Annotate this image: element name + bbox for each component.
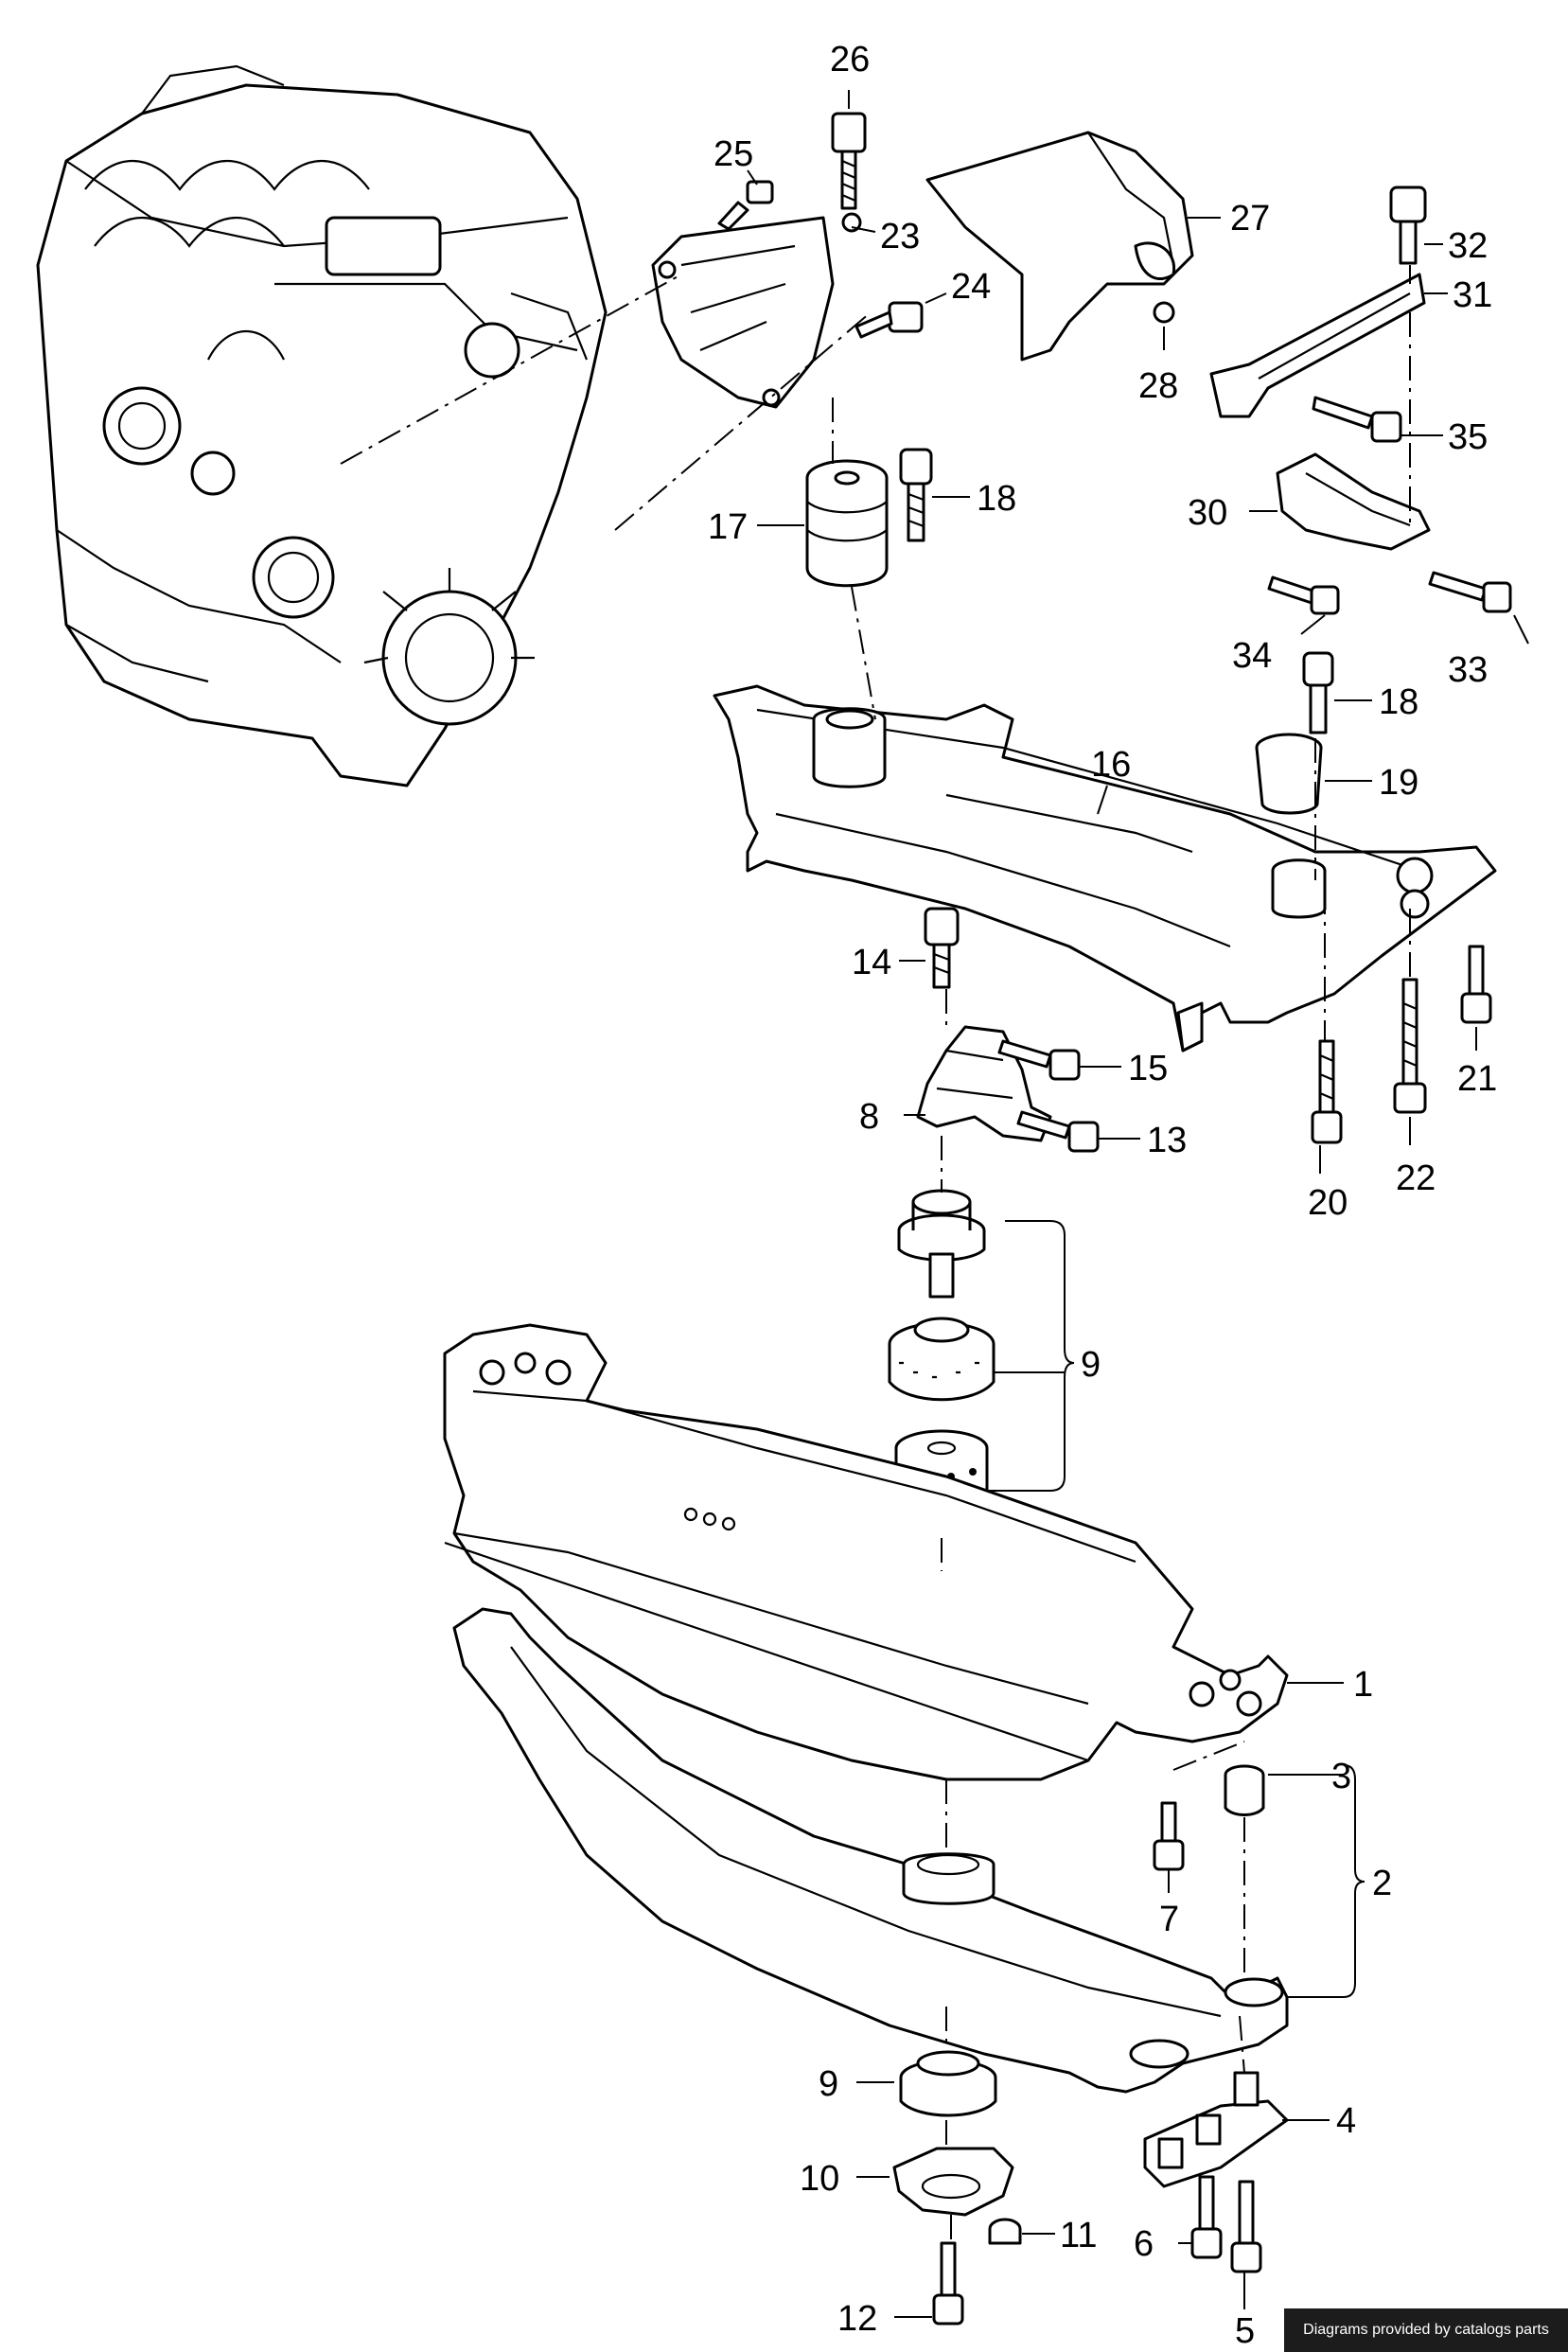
- bolt-6: [1190, 2175, 1223, 2259]
- callout-2: 2: [1372, 1864, 1392, 1903]
- bolt-18-upper: [899, 448, 933, 542]
- bracket-30: [1276, 452, 1431, 551]
- callout-6: 6: [1134, 2224, 1154, 2264]
- callout-10: 10: [800, 2159, 839, 2199]
- callout-4: 4: [1336, 2101, 1356, 2141]
- bolt-18-lower: [1302, 651, 1334, 734]
- callout-9-lower: 9: [819, 2064, 838, 2104]
- nut-28: [1153, 301, 1175, 324]
- bracket-10: [892, 2147, 1014, 2217]
- callout-1: 1: [1353, 1665, 1373, 1705]
- bolt-24: [854, 301, 924, 339]
- callout-9-upper: 9: [1081, 1345, 1101, 1385]
- engine-mount-17: [805, 459, 889, 588]
- callout-labels: 1 2 3 4 5 6 7 8 9 9 10 11 12 13 14 15 16…: [708, 40, 1497, 2351]
- callout-21: 21: [1457, 1059, 1497, 1099]
- bolt-25: [717, 180, 774, 231]
- callout-11: 11: [1060, 2216, 1097, 2255]
- bolt-14: [924, 907, 960, 989]
- bolt-12: [932, 2241, 964, 2325]
- bushing-3: [1224, 1764, 1265, 1816]
- callout-18-upper: 18: [977, 479, 1016, 519]
- bolt-7: [1153, 1801, 1185, 1871]
- bolt-15: [997, 1039, 1081, 1081]
- bolt-13: [1016, 1110, 1100, 1153]
- frame-lower: [452, 1607, 1289, 2094]
- bolt-35: [1312, 396, 1402, 443]
- bolt-33: [1428, 571, 1512, 613]
- mount-bracket-8: [916, 1025, 1052, 1142]
- engine-bracket-23: [651, 212, 862, 409]
- bracket-4: [1143, 2071, 1289, 2188]
- callout-7: 7: [1159, 1900, 1179, 1939]
- callout-34: 34: [1232, 636, 1272, 676]
- callout-24: 24: [951, 267, 991, 307]
- bracket-31: [1209, 273, 1426, 418]
- callout-26: 26: [830, 40, 870, 80]
- callout-25: 25: [714, 134, 753, 174]
- callout-27: 27: [1230, 199, 1270, 239]
- callout-13: 13: [1147, 1121, 1187, 1160]
- footer-credit: Diagrams provided by catalogs parts: [1284, 2308, 1568, 2352]
- subframe-16: [713, 684, 1497, 1052]
- mount-19: [1255, 733, 1323, 815]
- bolt-5: [1230, 2180, 1262, 2273]
- bolt-22: [1393, 978, 1427, 1114]
- callout-30: 30: [1188, 493, 1227, 533]
- mount-9-lower: [899, 2050, 997, 2117]
- nut-11: [988, 2218, 1022, 2245]
- bolt-32: [1389, 186, 1427, 265]
- frame-1: [443, 1323, 1289, 1781]
- bolt-34: [1267, 575, 1340, 615]
- callout-15: 15: [1128, 1049, 1168, 1088]
- assembly-lines: [340, 265, 1411, 2243]
- bolt-21: [1460, 945, 1492, 1024]
- callout-3: 3: [1331, 1757, 1351, 1796]
- callout-12: 12: [837, 2299, 877, 2339]
- callout-35: 35: [1448, 417, 1488, 457]
- callout-20: 20: [1308, 1183, 1348, 1223]
- leader-lines: [747, 90, 1529, 2318]
- callout-16: 16: [1091, 745, 1131, 785]
- callout-23: 23: [880, 217, 920, 256]
- callout-5: 5: [1235, 2311, 1255, 2351]
- heat-shield-27: [925, 131, 1194, 362]
- callout-14: 14: [852, 943, 891, 982]
- callout-33: 33: [1448, 650, 1488, 690]
- callout-22: 22: [1396, 1158, 1436, 1198]
- callout-8: 8: [859, 1097, 879, 1137]
- callout-28: 28: [1138, 366, 1178, 406]
- bolt-20: [1311, 1039, 1343, 1144]
- callout-32: 32: [1448, 226, 1488, 266]
- callout-19: 19: [1379, 763, 1418, 803]
- bolt-26: [831, 112, 867, 210]
- callout-17: 17: [708, 507, 748, 547]
- mount-9-cap: [897, 1189, 986, 1299]
- engine-block: [36, 64, 608, 787]
- callout-18-lower: 18: [1379, 682, 1418, 722]
- callout-31: 31: [1453, 275, 1492, 315]
- mount-9-bushing: [888, 1317, 995, 1402]
